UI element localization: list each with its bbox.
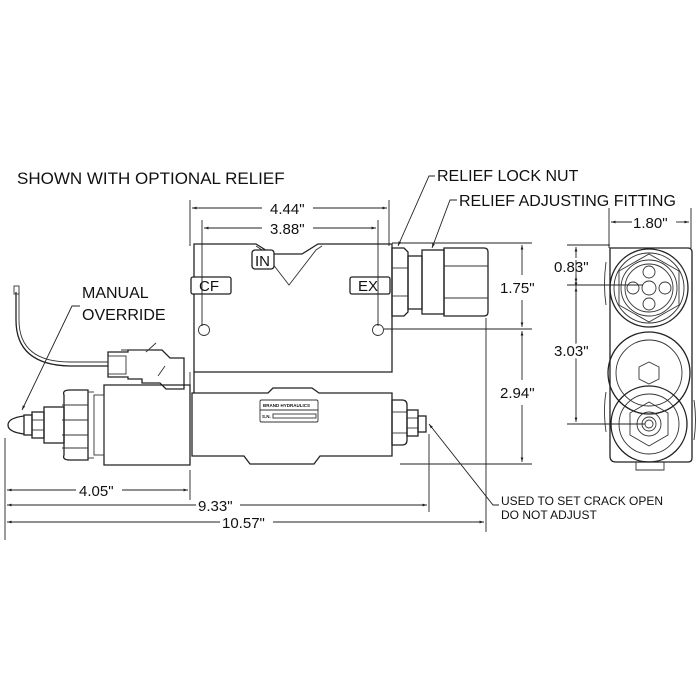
cf-port-hole	[198, 324, 210, 336]
svg-text:1.80": 1.80"	[633, 215, 668, 232]
svg-text:2.94": 2.94"	[500, 385, 535, 402]
ex-port-label: EX	[349, 276, 391, 295]
svg-text:RELIEF ADJUSTING FITTING: RELIEF ADJUSTING FITTING	[459, 193, 676, 210]
dim-length-to-relief-body: 9.33"	[7, 434, 430, 515]
svg-text:0.83": 0.83"	[554, 259, 589, 276]
ex-port-hole	[372, 324, 384, 336]
dim-overall-length: 10.57"	[7, 318, 487, 532]
svg-text:DO NOT ADJUST: DO NOT ADJUST	[501, 508, 597, 522]
manual-override-button	[7, 415, 25, 435]
side-view-middle-plug	[607, 331, 691, 415]
nameplate-brand: BRAND HYDRAULICS	[263, 403, 310, 408]
relief-assembly	[391, 247, 489, 317]
crack-open-adjuster	[391, 399, 427, 446]
svg-text:4.05": 4.05"	[79, 483, 114, 500]
svg-text:1.75": 1.75"	[500, 280, 535, 297]
side-view-top-port	[609, 248, 689, 328]
dim-top-to-port: 1.75"	[384, 242, 535, 330]
lead-wire	[15, 292, 108, 367]
nameplate-serial-label: S.N.	[262, 414, 271, 419]
callout-manual-override: MANUAL OVERRIDE	[21, 285, 166, 411]
dim-port-spacing: 3.88"	[201, 220, 379, 326]
callout-crack-open: USED TO SET CRACK OPEN USED TO SET CRACK…	[428, 423, 663, 522]
svg-text:IN: IN	[255, 253, 270, 270]
dim-side-top-to-center: 0.83"	[554, 244, 643, 286]
svg-text:4.44": 4.44"	[270, 201, 305, 218]
solenoid-coil	[7, 384, 191, 466]
inlet-port-label: IN	[251, 249, 275, 270]
svg-text:CF: CF	[199, 278, 219, 295]
dim-port-to-bottom: 2.94"	[400, 331, 535, 465]
svg-text:9.33": 9.33"	[198, 498, 233, 515]
svg-text:USED TO SET CRACK OPEN: USED TO SET CRACK OPEN	[501, 494, 663, 508]
dim-solenoid-length: 4.05"	[4, 438, 191, 540]
dim-side-center-to-relief: 3.03"	[551, 260, 645, 425]
dim-side-width: 1.80"	[608, 208, 692, 248]
svg-text:OVERRIDE: OVERRIDE	[82, 307, 166, 324]
electrical-connector	[13, 285, 185, 390]
svg-text:3.03": 3.03"	[554, 343, 589, 360]
nameplate: BRAND HYDRAULICS S.N.	[259, 399, 319, 423]
dim-overall-body-width: 4.44"	[189, 200, 390, 246]
cf-port-label: CF	[190, 276, 232, 295]
side-view	[604, 247, 696, 471]
callout-relief-adjusting-fitting: RELIEF ADJUSTING FITTING	[431, 193, 676, 249]
svg-text:MANUAL: MANUAL	[82, 285, 149, 302]
svg-text:10.57": 10.57"	[222, 515, 265, 532]
svg-text:RELIEF LOCK NUT: RELIEF LOCK NUT	[437, 168, 579, 185]
svg-text:3.88": 3.88"	[270, 221, 305, 238]
svg-text:EX: EX	[358, 278, 378, 295]
callout-relief-lock-nut: RELIEF LOCK NUT	[397, 168, 579, 247]
drawing-title: SHOWN WITH OPTIONAL RELIEF	[17, 169, 285, 188]
